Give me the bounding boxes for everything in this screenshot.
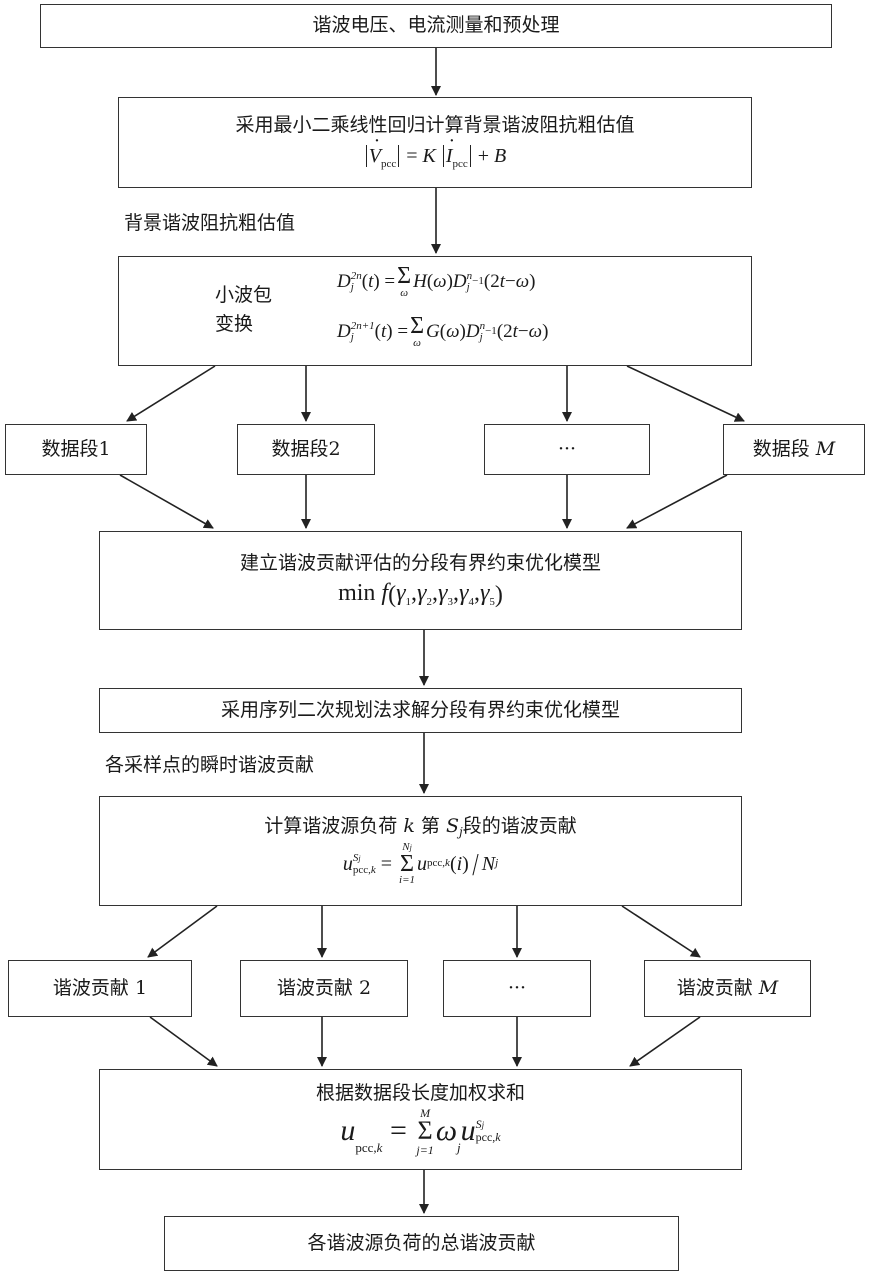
label-instant-contribution: 各采样点的瞬时谐波贡献 [105, 750, 314, 777]
step-sqp-box: 采用序列二次规划法求解分段有界约束优化模型 [99, 688, 742, 733]
data-segment-1: 数据段1 [5, 424, 147, 475]
step-wavelet-packet-box: 小波包变换 D2nj(t) = Σω H(ω)Dnj−1(2t − ω) D2n… [118, 256, 752, 366]
arrow-b6-cM [622, 906, 700, 957]
contribution-2: 谐波贡献 2 [240, 960, 408, 1017]
weighted-sum-text: 根据数据段长度加权求和 [316, 1083, 525, 1105]
contribution-ellipsis: ··· [443, 960, 591, 1017]
wavelet-equation-1: D2nj(t) = Σω H(ω)Dnj−1(2t − ω) [337, 265, 535, 299]
data-segment-M: 数据段 M [723, 424, 865, 475]
step-total-contribution-box: 各谐波源负荷的总谐波贡献 [164, 1216, 679, 1271]
data-segment-ellipsis: ··· [484, 424, 650, 475]
step-measurement-box: 谐波电压、电流测量和预处理 [40, 4, 832, 48]
arrow-b6-c1 [148, 906, 217, 957]
sqp-text: 采用序列二次规划法求解分段有界约束优化模型 [221, 700, 620, 722]
contribution-M: 谐波贡献 M [644, 960, 811, 1017]
step-segment-contribution-box: 计算谐波源负荷 k 第 Sj段的谐波贡献 uSjpcc,k = NjΣi=1 u… [99, 796, 742, 906]
step-weighted-sum-box: 根据数据段长度加权求和 upcc,k = MΣj=1 ωjuSjpcc,k [99, 1069, 742, 1170]
segment-contribution-text: 计算谐波源负荷 k 第 Sj段的谐波贡献 [264, 816, 576, 840]
arrow-segM-b4 [627, 475, 727, 528]
objective-function: min f(γ1,γ2,γ3,γ4,γ5) [338, 581, 503, 608]
step-least-squares-text: 采用最小二乘线性回归计算背景谐波阻抗粗估值 [235, 115, 634, 137]
wavelet-equation-2: D2n+1j(t) = Σω G(ω)Dnj−1(2t − ω) [337, 315, 548, 349]
optimization-model-text: 建立谐波贡献评估的分段有界约束优化模型 [240, 553, 601, 575]
data-segment-2: 数据段2 [237, 424, 375, 475]
label-impedance-estimate: 背景谐波阻抗粗估值 [124, 208, 295, 235]
step-least-squares-box: 采用最小二乘线性回归计算背景谐波阻抗粗估值 V·pcc = K I·pcc + … [118, 97, 752, 188]
weighted-sum-equation: upcc,k = MΣj=1 ωjuSjpcc,k [340, 1107, 500, 1156]
arrow-b3-seg1 [127, 366, 215, 421]
arrow-cM-b7 [630, 1017, 700, 1066]
step-measurement-text: 谐波电压、电流测量和预处理 [312, 15, 559, 37]
contribution-1: 谐波贡献 1 [8, 960, 192, 1017]
wavelet-packet-label: 小波包变换 [215, 281, 275, 338]
total-contribution-text: 各谐波源负荷的总谐波贡献 [307, 1233, 535, 1255]
arrow-b3-segM [627, 366, 744, 421]
step-optimization-model-box: 建立谐波贡献评估的分段有界约束优化模型 min f(γ1,γ2,γ3,γ4,γ5… [99, 531, 742, 630]
arrow-seg1-b4 [120, 475, 213, 528]
arrow-c1-b7 [150, 1017, 217, 1066]
regression-equation: V·pcc = K I·pcc + B [364, 145, 507, 170]
segment-contribution-equation: uSjpcc,k = NjΣi=1 upcc,k(i) /Nj [343, 842, 498, 887]
